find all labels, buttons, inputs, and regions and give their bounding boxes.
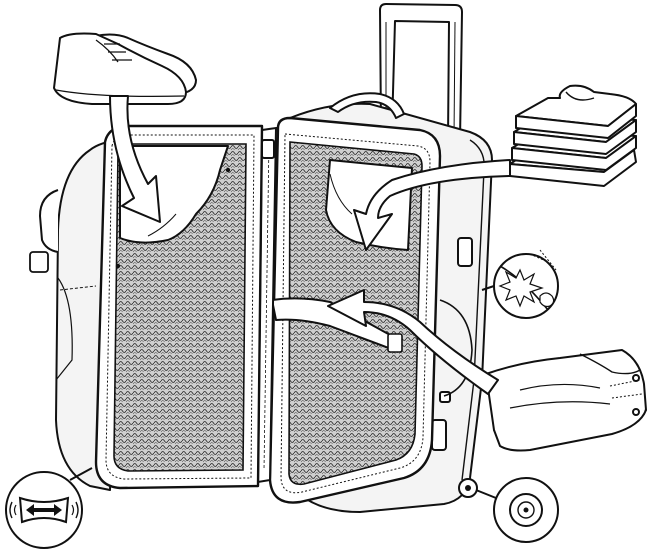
folded-jeans-item [485, 349, 647, 452]
folded-shirts-item [509, 84, 637, 187]
double-arrow-icon [26, 504, 62, 516]
left-top-pocket [119, 145, 229, 244]
compression-detail-callout [5, 467, 93, 549]
shoes-item [53, 32, 197, 105]
right-lid-zipper [280, 133, 431, 494]
flow-arrows [109, 95, 511, 395]
wheel-detail-callout [458, 477, 559, 543]
arrow-shoes-to-left-pocket [109, 95, 161, 223]
impact-star-icon [498, 268, 544, 308]
arrow-shirts-to-right-pocket [353, 159, 511, 251]
arrow-jeans-to-strap [327, 289, 499, 395]
left-lid [29, 124, 264, 491]
impact-detail-callout [481, 249, 559, 319]
